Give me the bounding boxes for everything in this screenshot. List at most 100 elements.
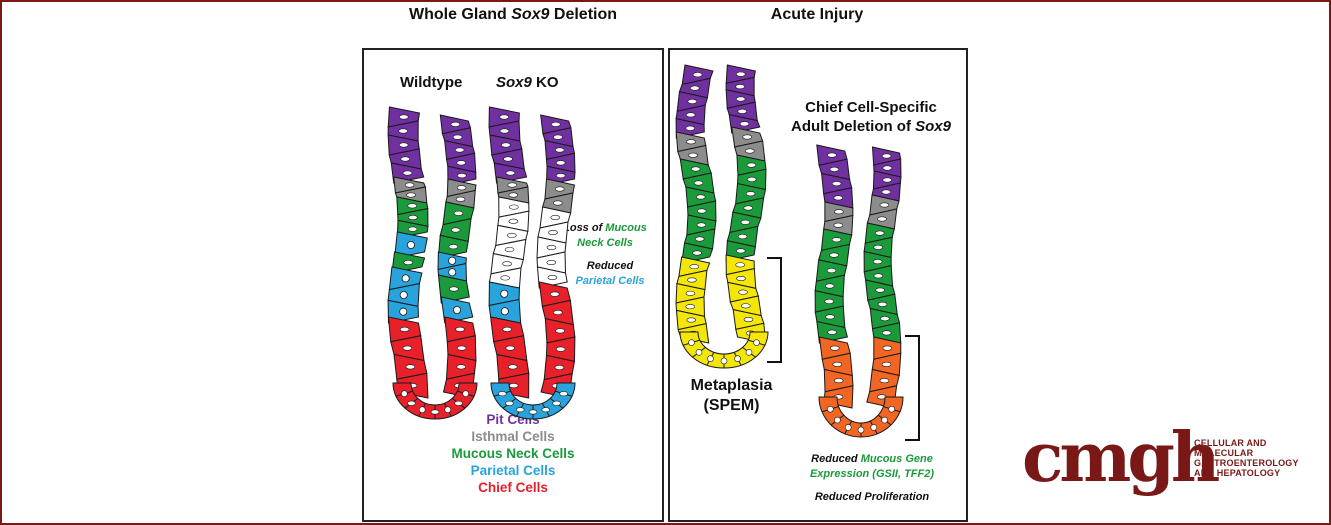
nucleus <box>507 233 516 237</box>
nucleus <box>883 346 892 350</box>
nucleus <box>832 181 841 185</box>
nucleus <box>509 219 518 223</box>
nucleus <box>693 251 702 255</box>
nucleus <box>506 171 515 175</box>
nucleus <box>542 408 550 412</box>
nucleus <box>456 197 465 201</box>
nucleus <box>858 427 864 433</box>
nucleus <box>555 365 564 369</box>
nucleus <box>457 161 466 165</box>
nucleus <box>825 284 834 288</box>
nucleus <box>882 331 891 335</box>
nucleus <box>696 195 705 199</box>
nucleus <box>693 73 702 77</box>
nucleus <box>827 406 833 412</box>
nucleus <box>744 206 753 210</box>
nucleus <box>400 308 407 315</box>
nucleus <box>508 365 517 369</box>
nucleus <box>431 410 439 414</box>
nucleus <box>449 257 456 264</box>
nucleus <box>556 161 565 165</box>
nucleus <box>401 391 407 397</box>
nucleus <box>547 245 556 249</box>
nucleus <box>449 287 458 291</box>
nucleus <box>747 163 756 167</box>
spem-left-wall <box>676 65 716 343</box>
nucleus <box>503 262 512 266</box>
nucleus <box>871 424 877 430</box>
nucleus <box>690 86 699 90</box>
nucleus <box>883 178 892 182</box>
nucleus <box>736 84 745 88</box>
nucleus <box>403 346 412 350</box>
nucleus <box>738 234 747 238</box>
nucleus <box>555 187 564 191</box>
nucleus <box>825 299 834 303</box>
nucleus <box>746 192 755 196</box>
nucleus <box>548 275 557 279</box>
nucleus <box>505 247 514 251</box>
nucleus <box>500 129 509 133</box>
nucleus <box>697 223 706 227</box>
nucleus <box>882 362 891 366</box>
nucleus <box>874 274 883 278</box>
wt-left-wall <box>388 107 428 398</box>
nucleus <box>445 407 451 413</box>
nucleus <box>834 223 843 227</box>
nucleus <box>505 401 513 405</box>
nucleus <box>551 215 560 219</box>
nucleus <box>516 408 524 412</box>
nucleus <box>686 113 695 117</box>
nucleus <box>501 143 510 147</box>
nucleus <box>827 153 836 157</box>
nucleus <box>455 148 464 152</box>
nucleus <box>451 228 460 232</box>
nucleus <box>555 148 564 152</box>
nucleus <box>747 177 756 181</box>
nucleus <box>403 171 412 175</box>
nucleus <box>404 260 413 264</box>
nucleus <box>721 358 727 364</box>
nucleus <box>556 329 565 333</box>
nucleus <box>736 249 745 253</box>
spem-base <box>680 332 768 368</box>
logo-wordmark: cmgh <box>1022 424 1216 492</box>
nucleus <box>736 97 745 101</box>
nucleus <box>707 356 713 362</box>
cko-base <box>819 397 903 437</box>
nucleus <box>735 356 741 362</box>
nucleus <box>889 406 895 412</box>
nucleus <box>551 122 560 126</box>
ko-right-wall <box>537 115 575 398</box>
nucleus <box>449 269 456 276</box>
nucleus <box>501 276 510 280</box>
nucleus <box>828 330 837 334</box>
nucleus <box>560 391 568 395</box>
nucleus <box>501 290 508 297</box>
nucleus <box>686 291 695 295</box>
wt-right-wall <box>438 115 476 398</box>
nucleus <box>503 327 512 331</box>
nucleus <box>405 183 414 187</box>
nucleus <box>457 346 466 350</box>
nucleus <box>874 245 883 249</box>
nucleus <box>553 201 562 205</box>
nucleus <box>754 340 760 346</box>
nucleus <box>876 288 885 292</box>
nucleus <box>408 227 417 231</box>
nucleus <box>745 149 754 153</box>
nucleus <box>878 302 887 306</box>
spem-right-wall <box>726 65 766 343</box>
nucleus <box>691 167 700 171</box>
wt-base <box>393 383 477 419</box>
nucleus <box>686 126 695 130</box>
cko-right-wall <box>864 147 901 408</box>
nucleus <box>408 215 417 219</box>
nucleus <box>453 135 462 139</box>
nucleus <box>401 157 410 161</box>
nucleus <box>463 391 469 397</box>
nucleus <box>687 140 696 144</box>
nucleus <box>449 244 458 248</box>
nucleus <box>407 401 415 405</box>
nucleus <box>696 349 702 355</box>
